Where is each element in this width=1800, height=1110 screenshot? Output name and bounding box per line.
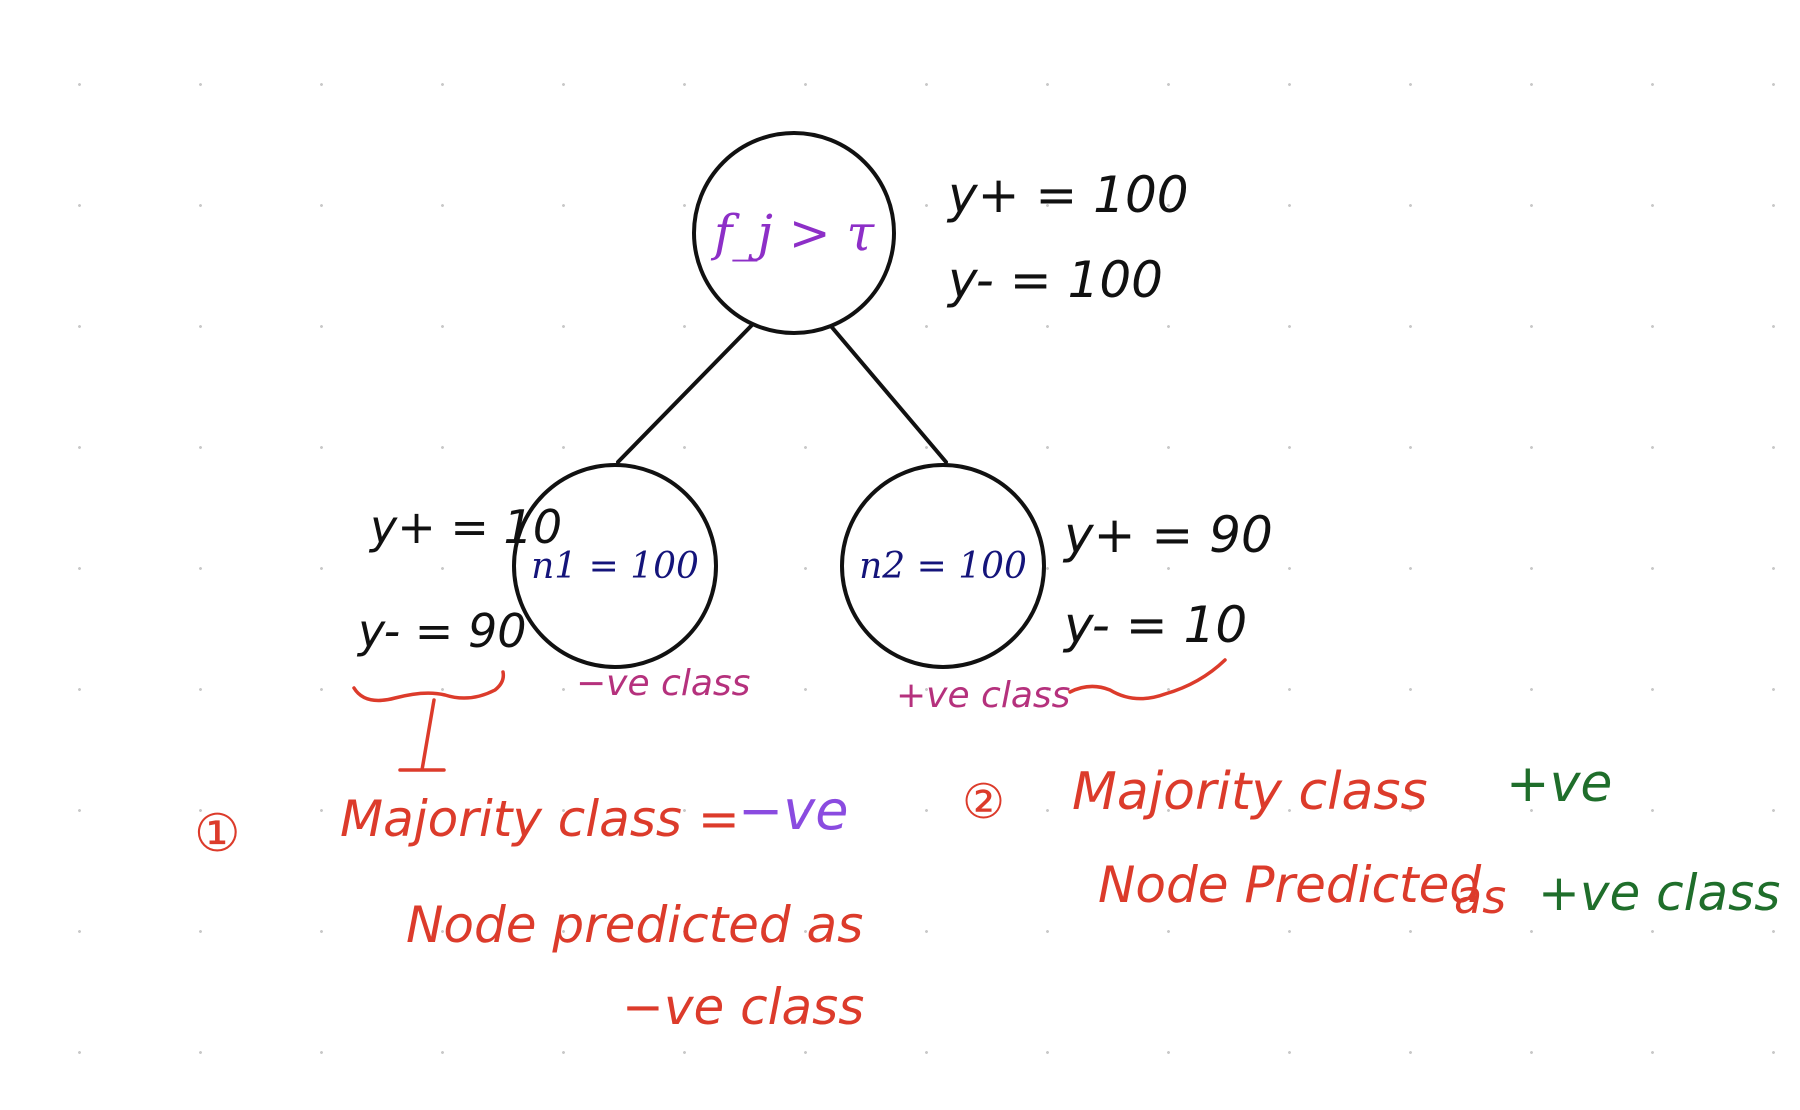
right-brace-icon bbox=[1068, 658, 1227, 701]
right-node-y-minus: y- = 10 bbox=[1064, 596, 1248, 654]
root-node: f_j > τ bbox=[692, 131, 896, 335]
note-1-marker: ① bbox=[194, 804, 241, 864]
left-brace-icon bbox=[352, 670, 506, 703]
left-node-y-plus: y+ = 10 bbox=[370, 500, 563, 554]
note-2-majority: Majority class bbox=[1072, 762, 1428, 822]
right-node-y-plus: y+ = 90 bbox=[1064, 506, 1273, 564]
root-split-label: f_j > τ bbox=[713, 204, 875, 262]
left-node-label: n1 = 100 bbox=[531, 545, 699, 587]
note-1-majority-value: −ve bbox=[738, 779, 849, 842]
note-2-majority-value: +ve bbox=[1506, 754, 1613, 814]
left-node-y-minus: y- = 90 bbox=[358, 604, 527, 658]
edge-root-to-right bbox=[828, 323, 948, 464]
note-1-line2: Node predicted as bbox=[406, 896, 864, 954]
note-2-line2-as: as bbox=[1454, 870, 1507, 924]
right-node-label: n2 = 100 bbox=[859, 545, 1027, 587]
left-node-class-tag: −ve class bbox=[576, 663, 751, 704]
down-arrow-icon bbox=[398, 698, 446, 772]
right-node-class-tag: +ve class bbox=[896, 675, 1071, 716]
note-1-line3: −ve class bbox=[622, 978, 865, 1036]
left-node: n1 = 100 bbox=[512, 463, 718, 669]
right-node: n2 = 100 bbox=[840, 463, 1046, 669]
note-2-line2: Node Predicted bbox=[1098, 856, 1482, 914]
note-2-line2-value: +ve class bbox=[1538, 864, 1781, 922]
note-2-marker: ② bbox=[962, 774, 1006, 830]
root-y-plus: y+ = 100 bbox=[948, 166, 1189, 224]
edge-root-to-left bbox=[616, 323, 754, 464]
note-1-majority: Majority class = bbox=[340, 790, 740, 848]
root-y-minus: y- = 100 bbox=[948, 251, 1163, 309]
